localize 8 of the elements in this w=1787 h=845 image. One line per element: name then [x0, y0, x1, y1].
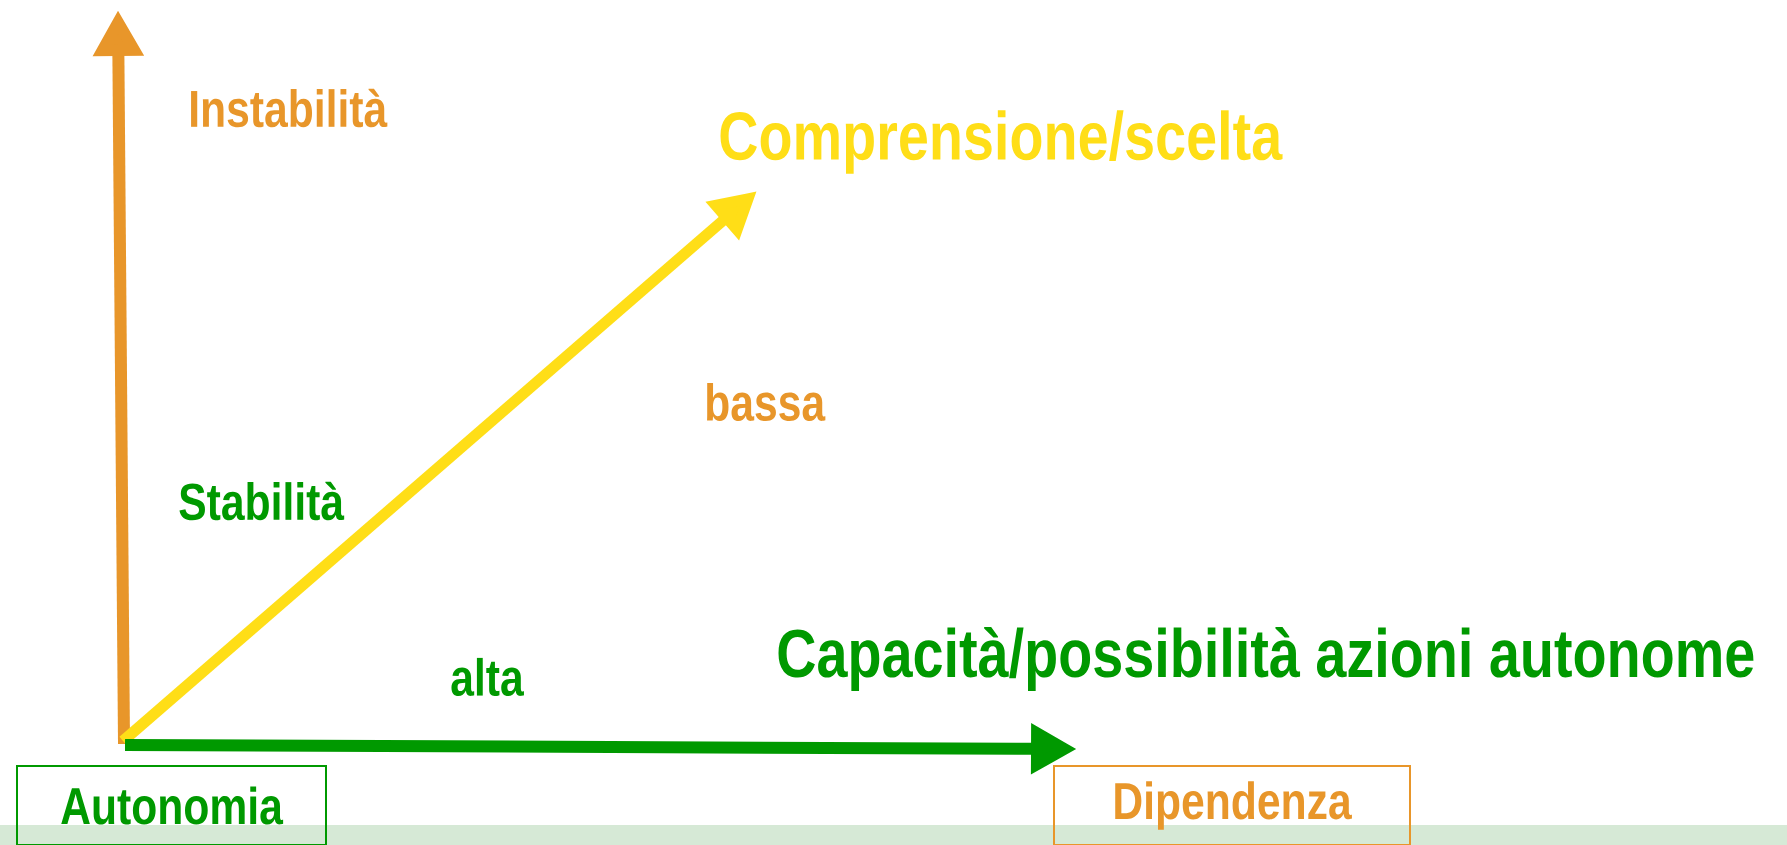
axis-label: Comprensione/scelta	[720, 110, 1283, 174]
axis-label: bassa	[707, 382, 826, 422]
axis-label: Stabilità	[179, 481, 345, 521]
label-box: Dipendenza	[1053, 765, 1411, 845]
axis-label: alta	[451, 657, 524, 697]
axis-label: Capacità/possibilità azioni autonome	[778, 627, 1754, 691]
label-box: Autonomia	[16, 765, 327, 845]
axis-label: Instabilità	[191, 88, 388, 128]
